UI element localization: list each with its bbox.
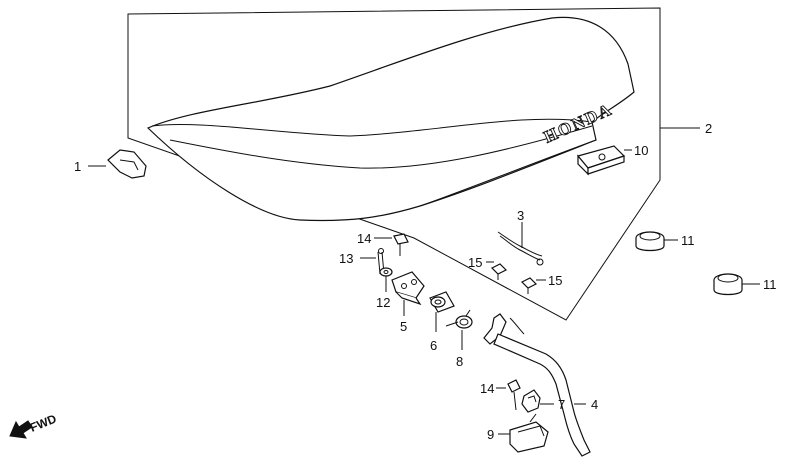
callout-12: 12 [376,295,390,310]
part-14-bolt-upper [393,233,409,256]
callout-15b: 15 [548,273,562,288]
callout-11b: 11 [763,277,777,292]
callout-10: 10 [634,143,648,158]
callout-13: 13 [339,251,353,266]
seat-assembly-outline [127,7,661,321]
part-5-bracket [391,271,425,306]
arrow-left-down-icon [9,420,33,439]
part-8-spring [445,309,473,329]
callout-1: 1 [74,159,81,174]
part-11-bumper-b [713,273,743,296]
part-12-washer [379,267,393,277]
part-6-collar [429,291,455,313]
part-9-holder-bracket [509,413,549,453]
part-10-cushion-block [576,145,626,176]
callout-11a: 11 [681,233,695,248]
callout-9: 9 [487,427,494,442]
callout-7: 7 [558,397,565,412]
callout-3: 3 [517,208,524,223]
part-3-wire-clip [497,231,544,266]
callout-6: 6 [430,338,437,353]
part-1-seat-hook [107,149,147,179]
callout-2: 2 [705,121,712,136]
callout-4: 4 [591,397,598,412]
part-4-lock-lever [483,313,591,457]
part-15-bolt-a [490,263,508,280]
part-11-bumper-a [635,231,665,252]
callout-8: 8 [456,354,463,369]
seat-body: HONDA [146,16,635,222]
part-15-bolt-b [520,277,538,294]
forward-label: FWD [28,411,59,434]
callout-14b: 14 [480,381,494,396]
callout-15a: 15 [468,255,482,270]
callout-5: 5 [400,319,407,334]
part-7-clip [521,389,541,413]
callout-14a: 14 [357,231,371,246]
forward-direction-indicator: FWD [9,411,59,439]
part-14-bolt-lower [507,379,521,411]
